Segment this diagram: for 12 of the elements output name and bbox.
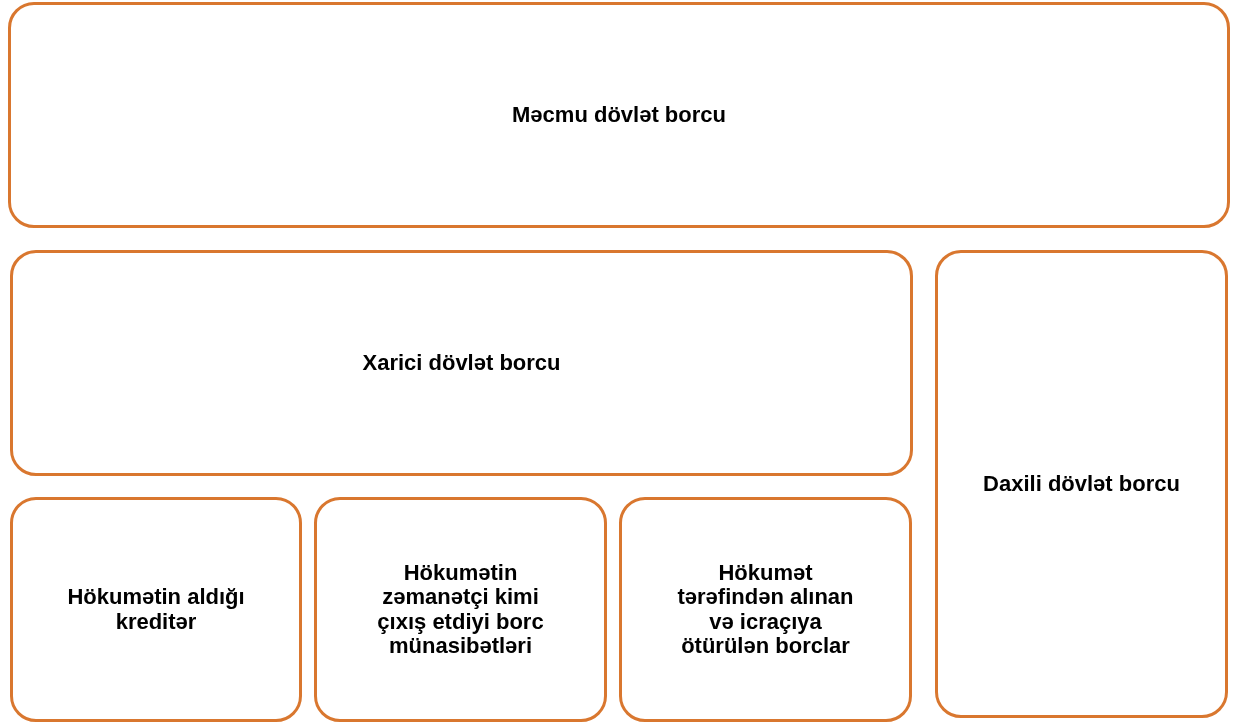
rounded-box [10, 497, 302, 722]
rounded-box [10, 250, 913, 476]
rounded-box [314, 497, 607, 722]
rounded-box [8, 2, 1230, 228]
box-label: Xarici dövlət borcu [362, 350, 561, 376]
box-label: Hökumət tərəfindən alınan və icraçıya ötürülən borclar [676, 561, 855, 658]
box-label: Hökumətin zəmanətçi kimi çıxış etdiyi borc münasibətləri [376, 561, 545, 658]
box-label: Daxili dövlət borcu [983, 471, 1180, 497]
box-label: Məcmu dövlət borcu [512, 102, 726, 128]
rounded-box [619, 497, 912, 722]
box-label: Hökumətin aldığı kreditər [66, 585, 246, 634]
rounded-box [935, 250, 1228, 718]
